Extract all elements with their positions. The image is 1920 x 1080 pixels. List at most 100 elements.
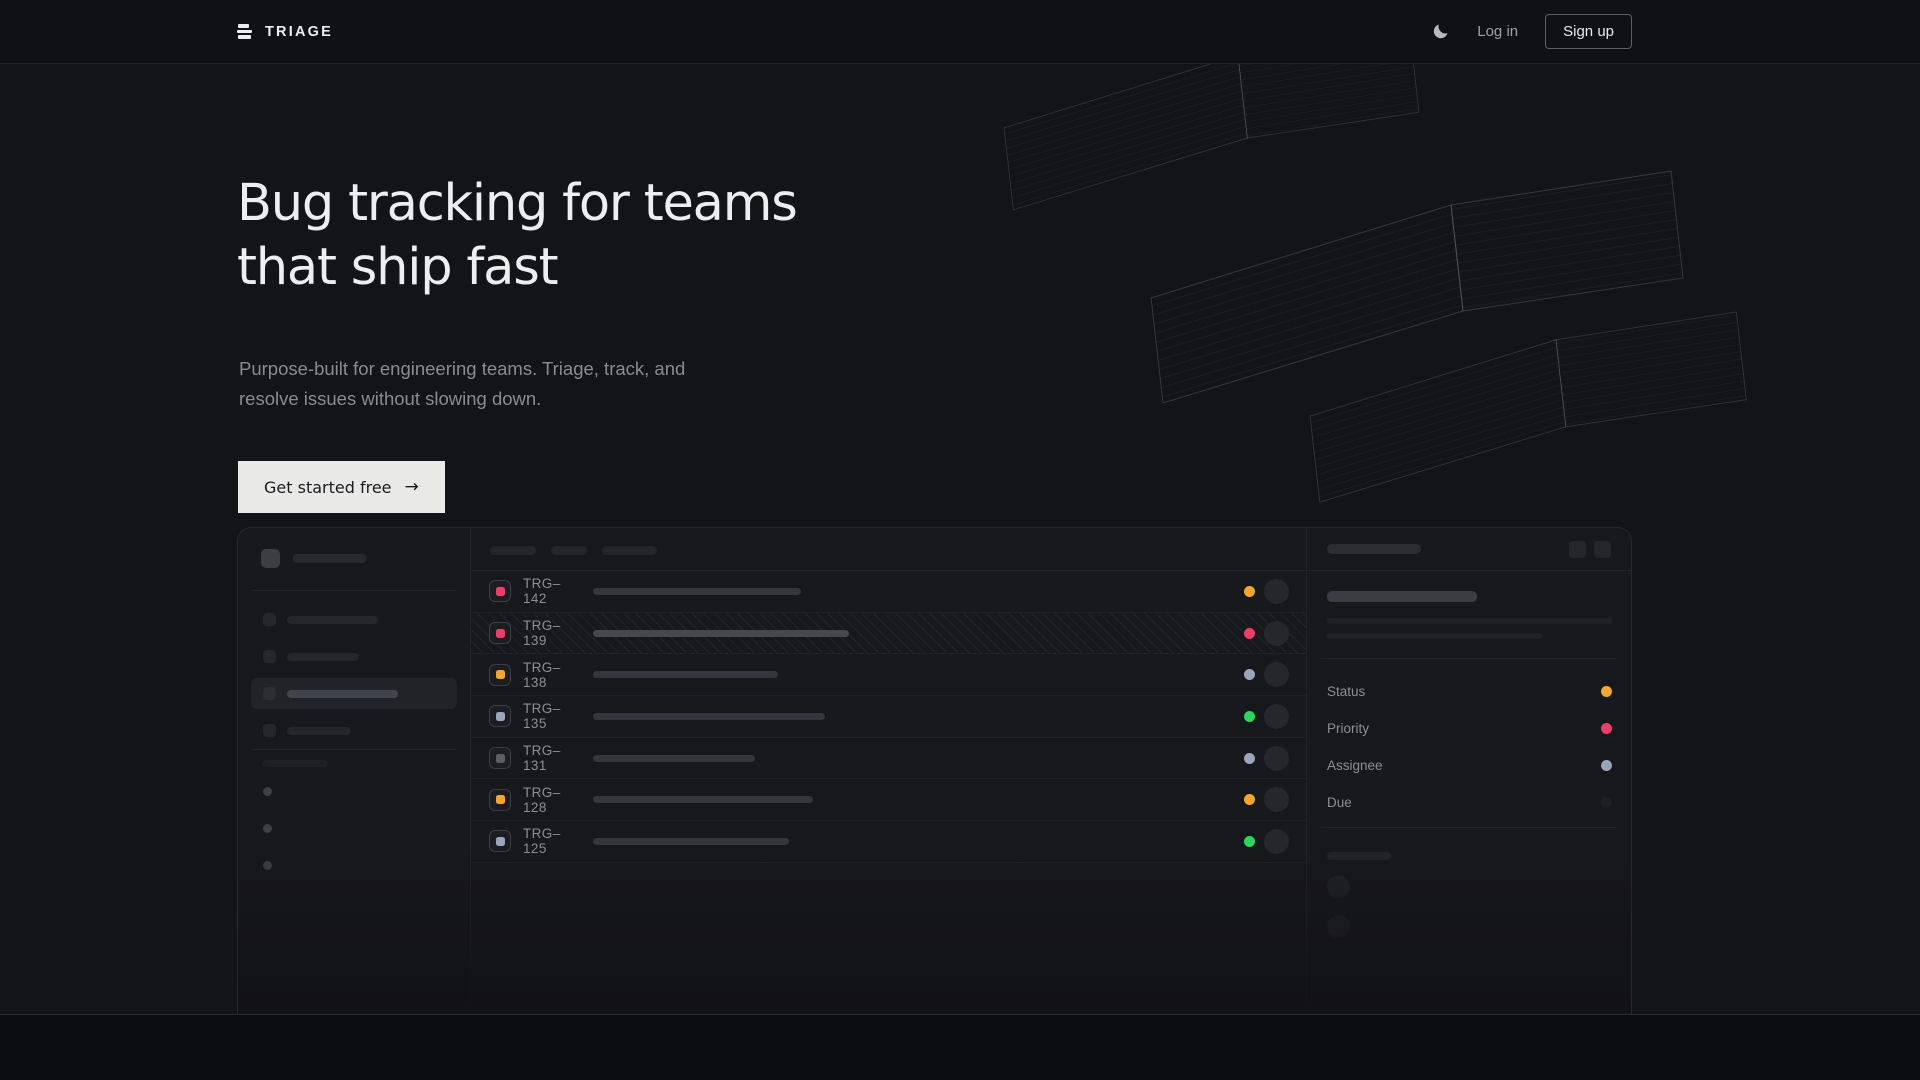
- brand-name: TRIAGE: [265, 23, 333, 40]
- sidebar-section-label-skeleton: [263, 760, 328, 767]
- issue-id: TRG–139: [523, 618, 561, 649]
- get-started-button[interactable]: Get started free →: [238, 461, 445, 513]
- sidebar-dot: [263, 861, 272, 870]
- issue-id: TRG–138: [523, 659, 561, 690]
- issue-list-header: [471, 528, 1306, 571]
- sidebar-item-icon: [263, 687, 276, 700]
- issue-priority-dot: [1244, 835, 1255, 847]
- nav-actions: Log in Sign up: [1430, 14, 1632, 49]
- get-started-label: Get started free: [264, 477, 392, 497]
- sidebar-item-label-skeleton: [287, 726, 351, 735]
- hero-subtitle-line2: resolve issues without slowing down.: [239, 388, 542, 409]
- page-footer: [0, 1014, 1920, 1080]
- panel-field-label: Status: [1327, 684, 1366, 699]
- wireframe-slabs-decoration: [1003, 64, 1747, 503]
- sidebar-nav-items: [251, 604, 457, 752]
- arrow-right-icon: →: [404, 476, 419, 497]
- sidebar-dot: [263, 824, 272, 833]
- issue-assignee-avatar: [1264, 578, 1289, 604]
- sidebar-item-icon: [263, 650, 276, 663]
- issue-title-skeleton: [593, 629, 849, 637]
- issue-priority-dot: [1244, 710, 1255, 722]
- sidebar-nav-item[interactable]: [251, 678, 457, 709]
- sidebar-nav-item[interactable]: [251, 604, 457, 635]
- issue-list: TRG–142 TRG–139 TRG–138 TRG–135 TRG–131: [471, 571, 1306, 863]
- panel-fields: Status Priority Assignee Due: [1327, 673, 1612, 821]
- triage-logo-icon: [237, 24, 252, 39]
- issue-title-skeleton: [593, 837, 789, 845]
- issue-priority-dot: [1244, 627, 1255, 639]
- list-filter-pill-skeleton[interactable]: [490, 546, 536, 555]
- issue-title-skeleton: [593, 796, 813, 804]
- theme-toggle-moon-icon[interactable]: [1430, 22, 1450, 42]
- panel-label-skeleton: [1327, 852, 1391, 860]
- panel-title-skeleton: [1327, 544, 1421, 554]
- issue-detail-panel: Status Priority Assignee Due: [1307, 528, 1631, 1014]
- issue-id: TRG–128: [523, 784, 561, 815]
- hero-subtitle-line1: Purpose-built for engineering teams. Tri…: [239, 358, 686, 379]
- issue-assignee-avatar: [1264, 828, 1289, 854]
- sidebar-nav-item[interactable]: [251, 641, 457, 672]
- issue-list-pane: TRG–142 TRG–139 TRG–138 TRG–135 TRG–131: [471, 528, 1307, 1014]
- issue-row[interactable]: TRG–142: [471, 571, 1306, 613]
- issue-id: TRG–125: [523, 826, 561, 857]
- panel-field-value-dot: [1601, 797, 1612, 808]
- panel-field-value-dot: [1601, 760, 1612, 771]
- issue-id: TRG–135: [523, 701, 561, 732]
- issue-row[interactable]: TRG–135: [471, 696, 1306, 738]
- panel-field-row[interactable]: Status: [1327, 673, 1612, 710]
- panel-field-value-dot: [1601, 723, 1612, 734]
- issue-status-icon: [489, 705, 511, 728]
- sidebar-divider: [252, 749, 456, 750]
- mockup-sidebar: [238, 528, 471, 1014]
- signup-button[interactable]: Sign up: [1545, 14, 1632, 49]
- issue-title-skeleton: [593, 587, 801, 595]
- issue-status-icon: [489, 663, 511, 686]
- issue-assignee-avatar: [1264, 787, 1289, 813]
- app-mockup-card: TRG–142 TRG–139 TRG–138 TRG–135 TRG–131: [237, 527, 1632, 1014]
- issue-row[interactable]: TRG–125: [471, 821, 1306, 863]
- workspace-switcher[interactable]: [261, 549, 366, 568]
- issue-id: TRG–131: [523, 743, 561, 774]
- panel-action-button[interactable]: [1594, 541, 1611, 558]
- hero-subtitle: Purpose-built for engineering teams. Tri…: [239, 354, 685, 414]
- panel-divider: [1321, 827, 1617, 828]
- page-title-line2: that ship fast: [237, 238, 559, 297]
- list-filter-pill-skeleton[interactable]: [551, 546, 587, 555]
- sidebar-nav-item[interactable]: [251, 715, 457, 746]
- sidebar-item-icon: [263, 613, 276, 626]
- issue-assignee-avatar: [1264, 620, 1289, 646]
- issue-id: TRG–142: [523, 576, 561, 607]
- login-link[interactable]: Log in: [1477, 23, 1519, 40]
- issue-title-skeleton: [593, 671, 778, 679]
- sidebar-dot: [263, 787, 272, 796]
- issue-status-icon: [489, 580, 511, 603]
- issue-status-icon: [489, 788, 511, 811]
- panel-field-row[interactable]: Due: [1327, 784, 1612, 821]
- panel-avatar-circle: [1327, 915, 1350, 938]
- sidebar-divider: [252, 590, 456, 591]
- issue-text-skeleton: [1327, 633, 1542, 639]
- issue-row[interactable]: TRG–138: [471, 654, 1306, 697]
- panel-field-label: Assignee: [1327, 758, 1383, 773]
- issue-status-icon: [489, 622, 511, 645]
- issue-assignee-avatar: [1264, 662, 1289, 688]
- issue-text-skeleton: [1327, 618, 1613, 624]
- sidebar-item-label-skeleton: [287, 652, 359, 661]
- brand-logo[interactable]: TRIAGE: [237, 24, 333, 40]
- page-title-line1: Bug tracking for teams: [237, 174, 798, 233]
- sidebar-item-icon: [263, 724, 276, 737]
- issue-row[interactable]: TRG–139: [471, 612, 1306, 655]
- issue-title-skeleton: [593, 754, 755, 762]
- sidebar-item-label-skeleton: [287, 615, 378, 624]
- panel-field-row[interactable]: Priority: [1327, 710, 1612, 747]
- issue-row[interactable]: TRG–128: [471, 779, 1306, 822]
- panel-action-button[interactable]: [1569, 541, 1586, 558]
- panel-field-row[interactable]: Assignee: [1327, 747, 1612, 784]
- workspace-icon: [261, 549, 280, 568]
- panel-field-label: Priority: [1327, 721, 1370, 736]
- issue-priority-dot: [1244, 669, 1255, 681]
- top-nav: TRIAGE Log in Sign up: [0, 0, 1920, 64]
- issue-row[interactable]: TRG–131: [471, 738, 1306, 780]
- list-filter-pill-skeleton[interactable]: [602, 546, 657, 555]
